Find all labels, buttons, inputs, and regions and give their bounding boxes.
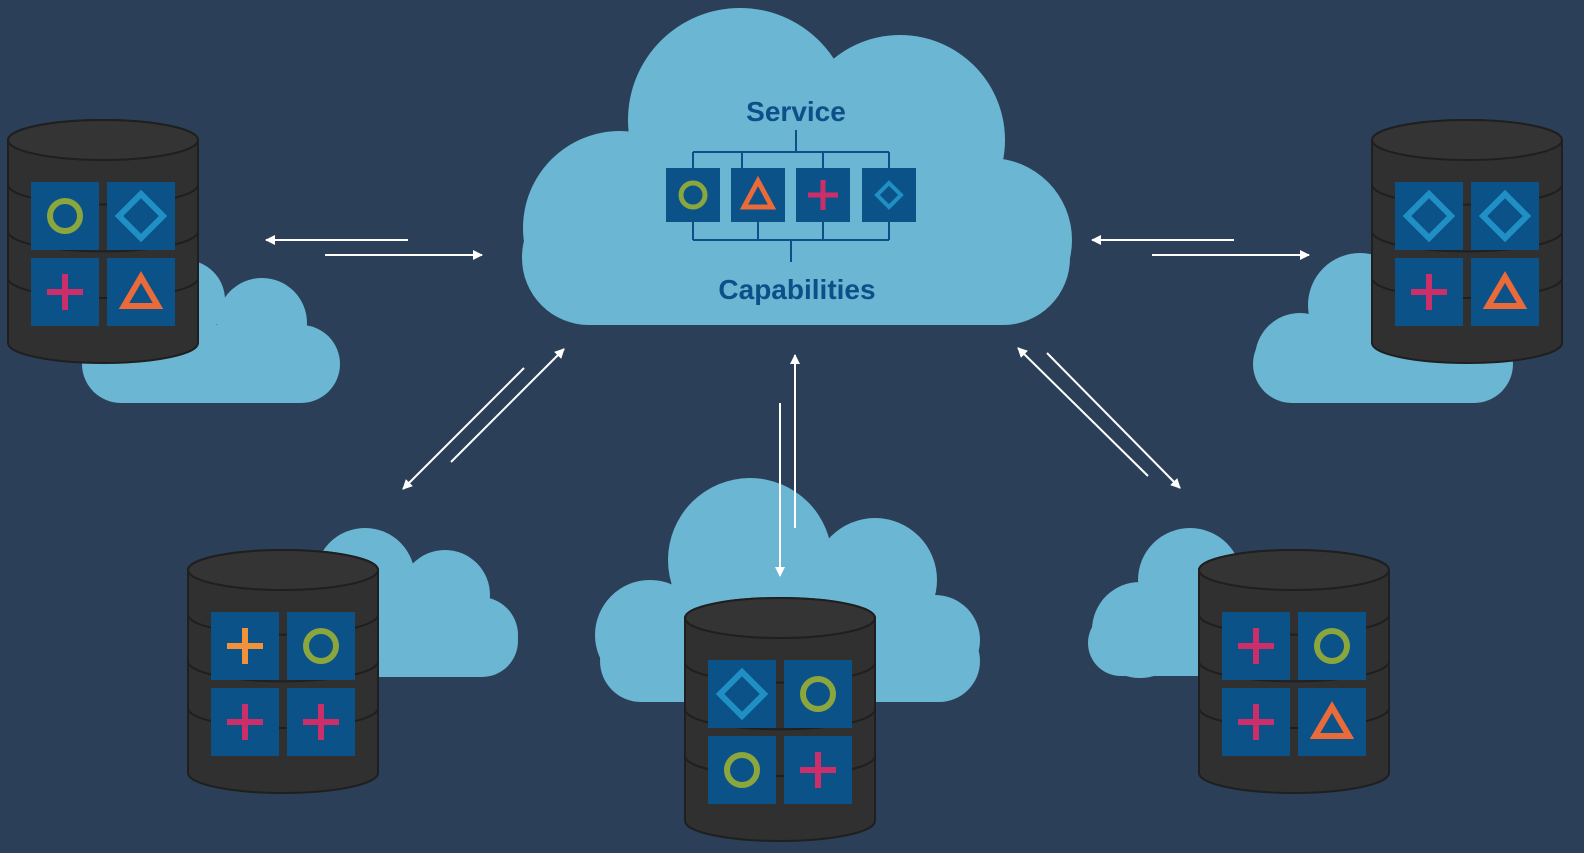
plus-icon — [800, 752, 836, 788]
capabilities-label: Capabilities — [718, 274, 875, 305]
circle-icon — [47, 198, 83, 234]
cylinder-band — [1371, 277, 1563, 300]
cylinder-band — [187, 614, 379, 636]
circle-icon — [678, 180, 708, 210]
triangle-icon — [739, 175, 777, 210]
plus-icon — [808, 180, 838, 210]
cylinder-band — [1198, 614, 1390, 636]
cylinder-band — [684, 755, 876, 778]
symbol-tile — [31, 182, 99, 250]
symbol-tile — [211, 688, 279, 756]
diamond-icon — [715, 667, 769, 721]
diamond-icon — [1402, 189, 1456, 243]
symbol-tile — [107, 182, 175, 250]
cylinder-band — [684, 709, 876, 731]
plus-icon — [1238, 704, 1274, 740]
plus-icon — [47, 274, 83, 310]
symbol-tile — [708, 660, 776, 728]
diamond-icon — [1478, 189, 1532, 243]
symbol-tile — [1298, 612, 1366, 680]
symbol-tile — [1471, 182, 1539, 250]
circle-icon — [303, 628, 339, 664]
cylinder-top — [1371, 119, 1563, 161]
symbol-tile — [1222, 688, 1290, 756]
capability-tile-diamond — [862, 168, 916, 222]
diamond-icon — [874, 180, 904, 210]
symbol-tile — [211, 612, 279, 680]
capability-tile-circle — [666, 168, 720, 222]
cylinder-band — [187, 707, 379, 730]
triangle-icon — [118, 271, 164, 309]
node-top-right — [1371, 119, 1563, 364]
symbol-tile — [1471, 258, 1539, 326]
symbol-tile — [287, 612, 355, 680]
triangle-icon — [1309, 701, 1355, 739]
diamond-icon — [114, 189, 168, 243]
cylinder-band — [1371, 184, 1563, 206]
node-bottom-left — [187, 549, 379, 794]
arrows — [265, 235, 1310, 577]
arrow-bl-out — [402, 367, 525, 490]
circle-icon — [724, 752, 760, 788]
cylinder-band — [684, 662, 876, 684]
symbol-tile — [1395, 182, 1463, 250]
node-top-left — [7, 119, 199, 364]
symbol-tile — [784, 736, 852, 804]
plus-icon — [227, 704, 263, 740]
cylinder-band — [7, 231, 199, 253]
plus-icon — [303, 704, 339, 740]
symbol-tile — [1222, 612, 1290, 680]
service-connector-lines — [692, 130, 890, 262]
service-label: Service — [746, 96, 846, 127]
cylinder-top — [7, 119, 199, 161]
circle-icon — [800, 676, 836, 712]
arrow-br-in — [1017, 347, 1149, 477]
cylinder-top — [684, 597, 876, 639]
arrow-br-out — [1046, 352, 1181, 489]
triangle-icon — [1482, 271, 1528, 309]
capability-tile-plus — [796, 168, 850, 222]
cylinder-band — [1371, 231, 1563, 253]
cylinder-top — [187, 549, 379, 591]
plus-icon — [1411, 274, 1447, 310]
arrow-bl-in — [450, 348, 565, 463]
node-bottom-right — [1198, 549, 1390, 794]
plus-icon — [1238, 628, 1274, 664]
symbol-tile — [784, 660, 852, 728]
cylinder-band — [7, 277, 199, 300]
cylinder-top — [1198, 549, 1390, 591]
database-nodes — [7, 119, 1563, 842]
symbol-tile — [708, 736, 776, 804]
symbol-tile — [1395, 258, 1463, 326]
symbol-tile — [107, 258, 175, 326]
symbol-tile — [31, 258, 99, 326]
capability-tile-triangle — [731, 168, 785, 222]
cylinder-band — [1198, 661, 1390, 683]
plus-icon — [227, 628, 263, 664]
symbol-tile — [287, 688, 355, 756]
symbol-tile — [1298, 688, 1366, 756]
circle-icon — [1314, 628, 1350, 664]
cylinder-band — [1198, 707, 1390, 730]
node-bottom-center — [684, 597, 876, 842]
cylinder-band — [187, 661, 379, 683]
cylinder-band — [7, 184, 199, 206]
